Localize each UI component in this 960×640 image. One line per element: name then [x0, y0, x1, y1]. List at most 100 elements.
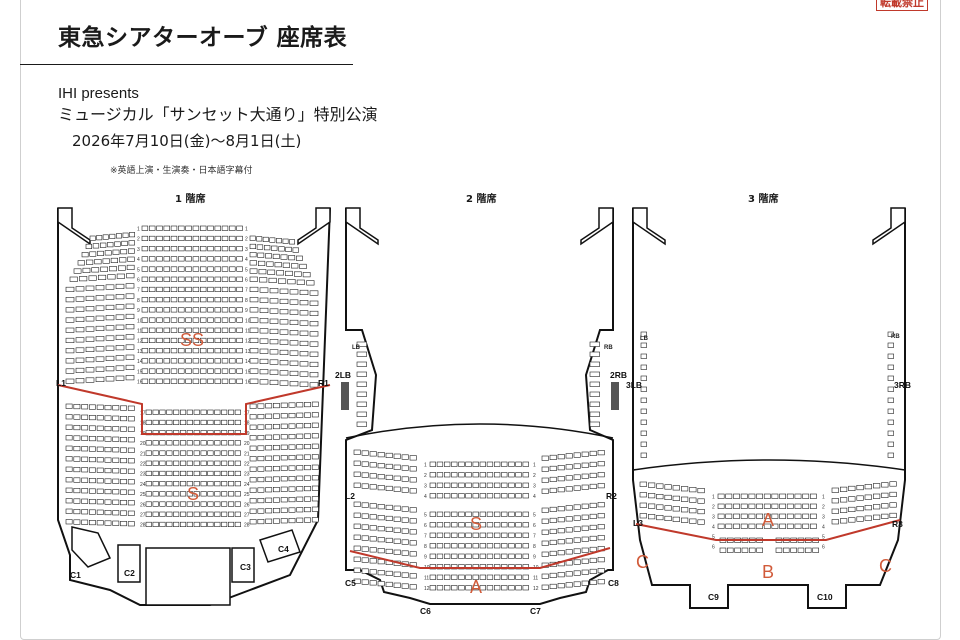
f1-left-row: [89, 232, 135, 241]
f2-center-row: [429, 511, 529, 517]
f3-rb-seat: [887, 364, 894, 370]
row-number: 5: [712, 535, 715, 541]
floor-3-label-l3: L3: [633, 518, 643, 528]
floor-1-label-r1: R1: [318, 378, 329, 388]
f1-right-row: [249, 348, 319, 357]
f1-center-row: [141, 378, 243, 384]
f2-left-row: [353, 460, 417, 472]
f1-left-row: [65, 445, 135, 453]
row-number: 2: [137, 237, 140, 243]
f1-right-row: [249, 485, 319, 493]
f2-center-row: [429, 482, 529, 488]
f1-center-row: [141, 225, 243, 231]
f1-left-row: [65, 375, 135, 384]
row-number: 6: [424, 523, 427, 529]
f3-lb-seat: [640, 375, 647, 381]
row-number: 7: [137, 288, 140, 294]
row-number: 20: [140, 441, 146, 447]
row-number: 4: [424, 494, 427, 500]
f2-center-row: [429, 522, 529, 528]
f2-left-row: [353, 471, 417, 483]
f2-lb-seat: [356, 361, 367, 367]
row-number: 8: [245, 298, 248, 304]
f1-right-row: [249, 433, 319, 441]
f1-center-row: [145, 481, 241, 487]
f1-right-row: [249, 496, 319, 504]
floor-1-zone-s: S: [187, 484, 199, 504]
f3-lb-seat: [640, 331, 647, 337]
row-number: 12: [424, 586, 430, 592]
row-number: 8: [533, 544, 536, 550]
f2-right-row: [541, 579, 605, 590]
box-c3: C3: [240, 562, 251, 572]
f1-right-row: [249, 286, 319, 296]
page-title: 東急シアターオーブ 座席表: [58, 25, 348, 51]
floor-2-label-2lb: 2LB: [335, 370, 351, 380]
f1-right-row: [249, 454, 319, 462]
f1-right-row: [249, 506, 319, 514]
f2-2rb-box: [611, 382, 619, 410]
f1-right-row: [249, 268, 311, 278]
f2-right-row: [541, 524, 605, 535]
f2-lb-seat: [356, 381, 367, 387]
f1-left-row: [65, 456, 135, 464]
f2-left-row: [353, 512, 417, 524]
f2-lb-seat: [356, 421, 367, 427]
f3-lb-seat: [640, 408, 647, 414]
row-number: 8: [424, 544, 427, 550]
floor-3-zone-c-right: C: [879, 556, 892, 576]
f3-right-row: [831, 512, 897, 525]
floor-1-outline: [57, 207, 331, 606]
row-number: 3: [822, 515, 825, 521]
floor-2-zone-border: [349, 547, 611, 569]
f1-right-row: [249, 378, 319, 388]
row-number: 20: [244, 441, 250, 447]
box-c5: C5: [345, 578, 356, 588]
floor-2-label-lb: LB: [352, 345, 361, 351]
f1-left-row: [81, 248, 135, 258]
f1-left-row: [65, 344, 135, 354]
title-underline: [20, 64, 353, 65]
row-number: 28: [244, 523, 250, 529]
box-c9: C9: [708, 592, 719, 602]
f3-lb-seat: [640, 441, 647, 447]
f3-lb-seat: [640, 452, 647, 458]
f1-center-row: [141, 297, 243, 303]
f1-center-row: [145, 470, 241, 477]
f3-center-row: [717, 493, 817, 499]
f1-right-row: [249, 358, 319, 368]
floor-2-label-rb: RB: [604, 345, 613, 351]
f1-left-row: [65, 414, 135, 422]
f1-right-row: [249, 475, 319, 483]
row-number: 4: [533, 494, 536, 500]
floor-1-zone-ss: SS: [180, 330, 204, 350]
f3-right-row: [831, 491, 897, 504]
f3-center-row: [717, 503, 817, 509]
f2-2lb-box: [341, 382, 349, 410]
f1-center-row: [145, 460, 241, 466]
f1-center-row: [145, 440, 241, 446]
box-c8: C8: [608, 578, 619, 588]
f3-left-row: [639, 513, 705, 525]
f1-left-row: [65, 508, 135, 516]
f2-lb-seat: [356, 401, 367, 407]
f1-center-row: [141, 348, 243, 354]
f2-right-row: [541, 535, 605, 546]
f1-center-row: [141, 256, 243, 262]
row-number: 16: [245, 380, 251, 386]
f1-left-row: [65, 313, 135, 323]
f3-rb-seat: [887, 430, 894, 436]
f3-lb-seat: [640, 419, 647, 425]
f1-left-row: [85, 240, 135, 249]
f3-rb-seat: [887, 419, 894, 425]
floor-3-label-lb: LB: [640, 336, 649, 342]
f1-left-row: [65, 354, 135, 364]
row-number: 9: [424, 555, 427, 561]
row-number: 4: [245, 257, 248, 263]
row-number: 7: [424, 534, 427, 540]
f1-left-row: [65, 498, 135, 506]
f2-rb-seat: [589, 361, 600, 367]
